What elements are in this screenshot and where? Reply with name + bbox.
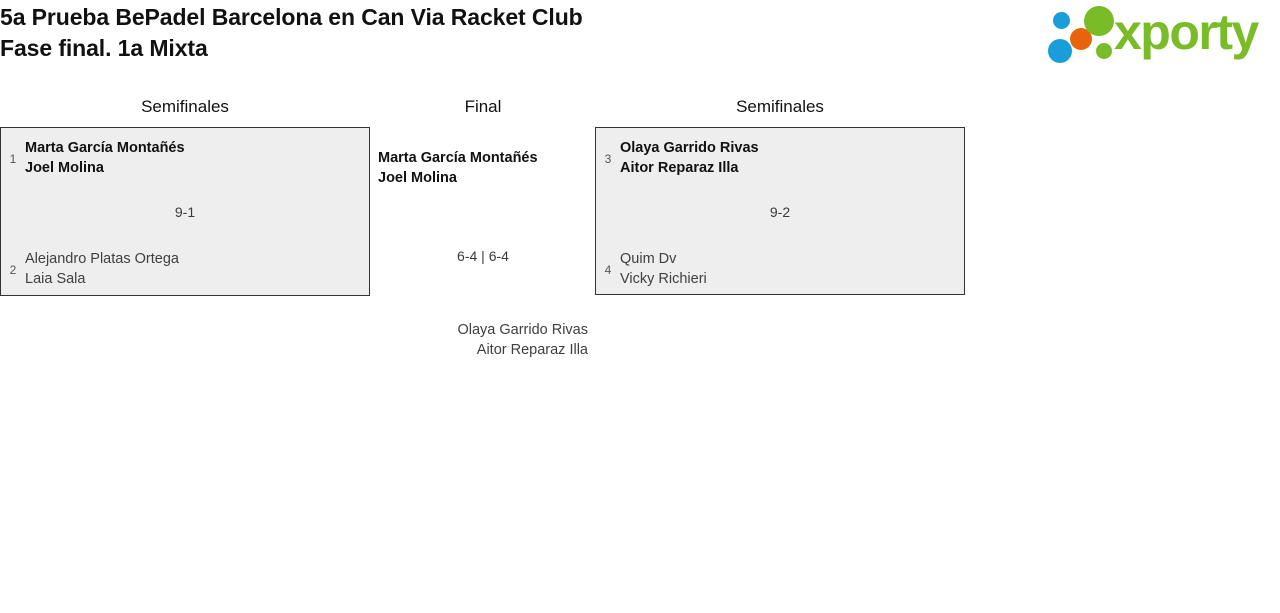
team-player-1: Marta García Montañés [25,140,185,156]
round-heading-final: Final [464,97,502,116]
final-winner-team[interactable]: Marta García Montañés Joel Molina [378,149,588,188]
team-names: Marta García Montañés Joel Molina [25,139,185,178]
page-title: 5a Prueba BePadel Barcelona en Can Via R… [0,2,900,64]
team-names: Quim Dv Vicky Richieri [620,250,707,289]
round-heading-semifinals-left: Semifinales [141,97,229,116]
team-seed: 4 [604,262,612,277]
match-semifinal-left[interactable]: 1 Marta García Montañés Joel Molina 9-1 … [0,127,370,296]
match-team-top[interactable]: 3 Olaya Garrido Rivas Aitor Reparaz Illa [596,139,759,178]
final-score: 6-4 | 6-4 [457,248,509,264]
logo-dot-blue-large-icon [1048,39,1072,63]
team-player-1: Quim Dv [620,251,677,267]
tournament-phase: Fase final. 1a Mixta [0,35,208,61]
team-player-2: Laia Sala [25,270,86,287]
team-player-2: Joel Molina [25,159,104,176]
team-seed: 3 [604,151,612,166]
tournament-name: 5a Prueba BePadel Barcelona en Can Via R… [0,4,583,30]
match-team-bottom[interactable]: 2 Alejandro Platas Ortega Laia Sala [1,250,179,289]
team-names: Olaya Garrido Rivas Aitor Reparaz Illa [620,139,759,178]
team-seed: 2 [9,262,17,277]
team-player-1: Marta García Montañés [378,150,538,166]
logo-dots-icon [1044,6,1122,63]
logo-dot-green-large-icon [1084,6,1114,36]
team-seed: 1 [9,151,17,166]
logo-dot-green-small-icon [1096,43,1112,59]
team-player-2: Aitor Reparaz Illa [476,341,588,358]
team-player-1: Olaya Garrido Rivas [620,140,759,156]
match-score: 9-1 [174,204,196,220]
team-player-1: Olaya Garrido Rivas [457,322,588,338]
match-team-bottom[interactable]: 4 Quim Dv Vicky Richieri [596,250,707,289]
team-player-2: Aitor Reparaz Illa [620,159,739,176]
round-heading-semifinals-right: Semifinales [736,97,824,116]
match-semifinal-right[interactable]: 3 Olaya Garrido Rivas Aitor Reparaz Illa… [595,127,965,295]
page-header: 5a Prueba BePadel Barcelona en Can Via R… [0,0,1280,80]
xporty-logo[interactable]: xporty [1040,4,1272,63]
team-player-2: Vicky Richieri [620,270,707,287]
final-runnerup-team[interactable]: Olaya Garrido Rivas Aitor Reparaz Illa [378,321,588,360]
team-player-2: Joel Molina [378,169,457,186]
logo-wordmark: xporty [1114,4,1259,60]
match-team-top[interactable]: 1 Marta García Montañés Joel Molina [1,139,185,178]
team-player-1: Alejandro Platas Ortega [25,251,179,267]
team-names: Alejandro Platas Ortega Laia Sala [25,250,179,289]
match-final[interactable]: Marta García Montañés Joel Molina 6-4 | … [378,127,588,362]
logo-dot-orange-icon [1070,28,1092,50]
match-score: 9-2 [769,204,791,220]
logo-dot-blue-small-icon [1053,12,1070,29]
